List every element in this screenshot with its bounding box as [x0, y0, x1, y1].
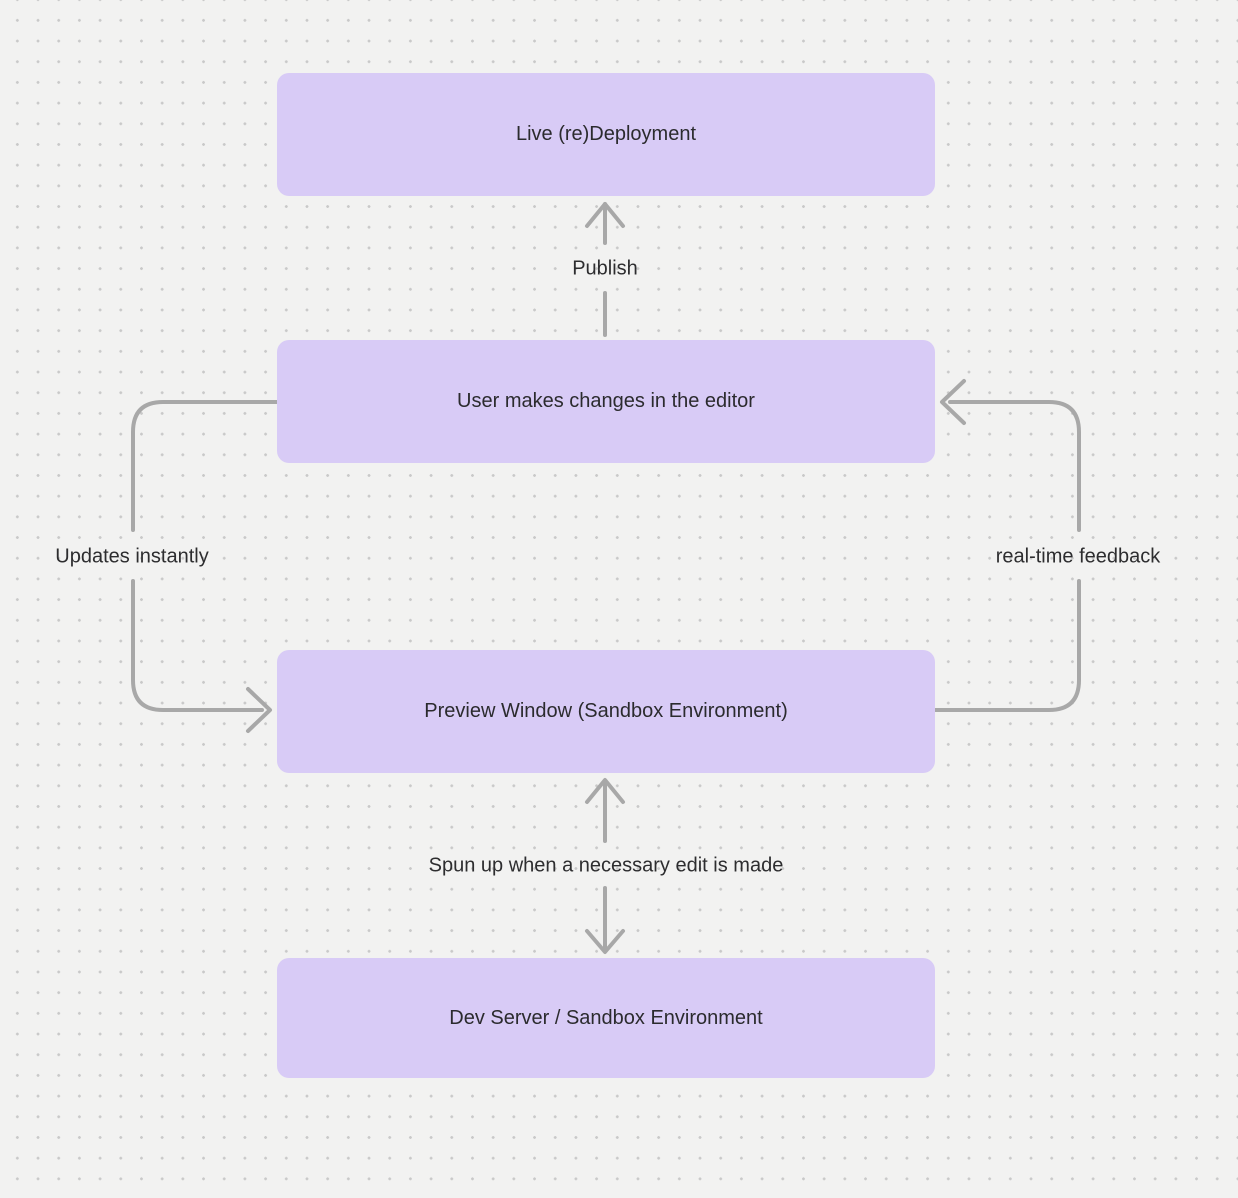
arrowhead-down-icon	[585, 929, 625, 954]
edge-label-spun-up: Spun up when a necessary edit is made	[428, 854, 784, 877]
node-live-deployment[interactable]: Live (re)Deployment	[277, 73, 935, 196]
node-preview-window-label: Preview Window (Sandbox Environment)	[424, 700, 788, 722]
node-dev-server[interactable]: Dev Server / Sandbox Environment	[277, 958, 935, 1078]
arrowhead-up-icon	[585, 778, 625, 804]
arrowhead-left-icon	[940, 379, 966, 425]
edge-label-realtime-feedback: real-time feedback	[995, 545, 1161, 568]
node-editor-changes-label: User makes changes in the editor	[457, 390, 755, 412]
edge-label-publish: Publish	[572, 257, 638, 280]
node-preview-window[interactable]: Preview Window (Sandbox Environment)	[277, 650, 935, 773]
arrowhead-up-icon	[585, 202, 625, 228]
node-dev-server-label: Dev Server / Sandbox Environment	[449, 1006, 763, 1029]
edge-label-updates-instantly: Updates instantly	[55, 545, 209, 568]
arrowhead-right-icon	[246, 687, 272, 733]
node-editor-changes[interactable]: User makes changes in the editor	[277, 340, 935, 463]
node-live-deployment-label: Live (re)Deployment	[515, 123, 697, 145]
